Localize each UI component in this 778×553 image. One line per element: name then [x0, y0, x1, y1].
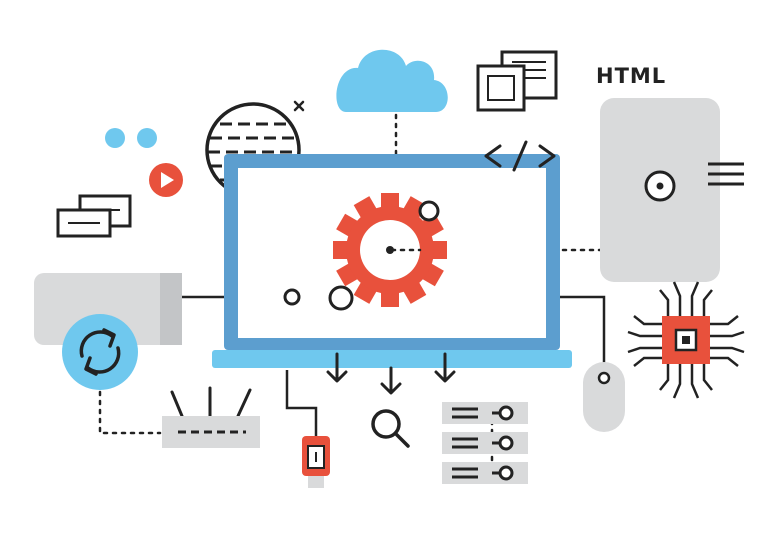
- database-icon: [442, 402, 528, 484]
- cards-icon: [56, 194, 132, 238]
- windows-icon: [476, 50, 558, 112]
- code-icon: [484, 140, 556, 172]
- sync-icon: [62, 314, 138, 390]
- html-label: HTML: [596, 64, 666, 88]
- chip-icon: [627, 281, 745, 399]
- play-icon: [149, 163, 183, 197]
- connector-node: [283, 288, 301, 306]
- usb-icon: [302, 436, 330, 488]
- cloud-icon: [336, 49, 448, 112]
- arrow-down-icon: [326, 352, 456, 395]
- close-icon: [293, 100, 305, 112]
- mouse-icon: [583, 362, 625, 432]
- dots-icon: [105, 128, 157, 148]
- router-icon: [162, 386, 260, 448]
- panel-box: [34, 273, 182, 345]
- server-icon: [600, 98, 744, 282]
- gear-icon: [328, 193, 447, 311]
- search-icon: [371, 409, 410, 448]
